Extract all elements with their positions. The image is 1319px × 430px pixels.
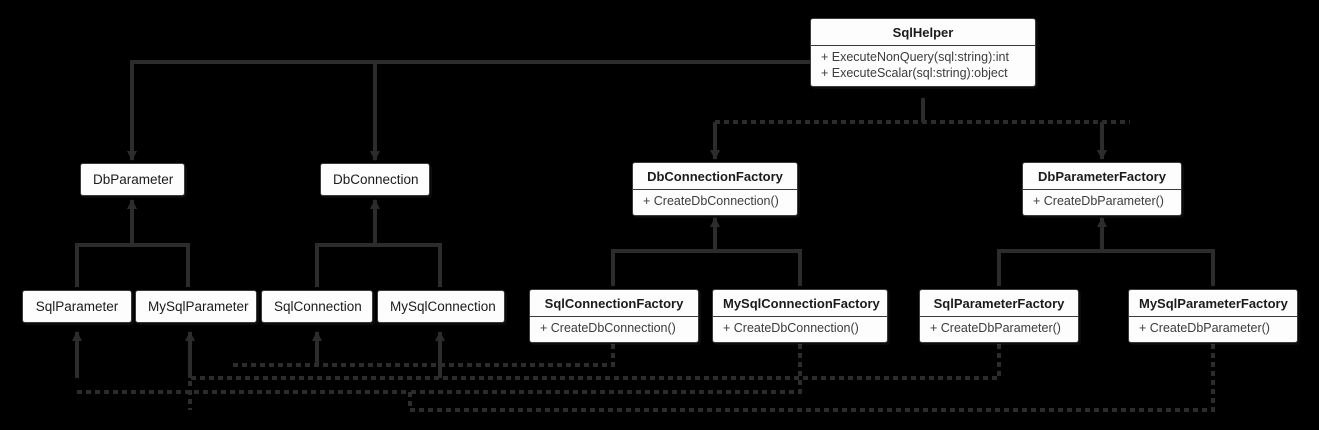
edge-sqlhelper-dbparameter	[127, 60, 810, 161]
class-node-mysqlconnectionfactory[interactable]: MySqlConnectionFactory + CreateDbConnect…	[712, 289, 888, 343]
class-node-dbparameter[interactable]: DbParameter	[80, 163, 185, 196]
class-node-sqlconnectionfactory[interactable]: SqlConnectionFactory + CreateDbConnectio…	[529, 289, 699, 343]
class-node-dbparameterfactory[interactable]: DbParameterFactory + CreateDbParameter()	[1022, 162, 1182, 216]
class-title: MySqlParameter	[148, 299, 249, 314]
class-operations: + CreateDbConnection()	[530, 317, 698, 342]
edge-parameter-join	[75, 243, 190, 287]
class-operations: + CreateDbParameter()	[1023, 190, 1181, 215]
class-title: SqlParameter	[35, 299, 119, 314]
class-title: DbConnectionFactory	[633, 163, 797, 190]
edge-paramfactory-join	[997, 249, 1215, 286]
class-node-dbconnection[interactable]: DbConnection	[320, 163, 430, 196]
edge-connfactory-join	[611, 249, 802, 286]
operation-item: + CreateDbConnection()	[643, 194, 779, 208]
class-operations: + CreateDbParameter()	[920, 317, 1078, 342]
class-operations: + ExecuteNonQuery(sql:string):int + Exec…	[811, 46, 1035, 86]
class-title: DbParameter	[93, 172, 174, 187]
operation-item: + CreateDbParameter()	[930, 321, 1061, 335]
edge-mysqlparamfactory-bus	[77, 344, 1215, 412]
operation-item: + ExecuteNonQuery(sql:string):int	[821, 50, 1009, 64]
operation-item: + CreateDbParameter()	[1033, 194, 1164, 208]
operation-item: + CreateDbConnection()	[540, 321, 676, 335]
edge-sqlconnfactory-bus	[230, 344, 615, 367]
class-title: SqlHelper	[811, 19, 1035, 46]
edge-sqlparamfactory-bus	[188, 344, 1001, 410]
class-operations: + CreateDbConnection()	[633, 190, 797, 215]
operation-item: + ExecuteScalar(sql:string):object	[821, 65, 1008, 80]
edge-mysqlconnfactory-bus	[410, 344, 802, 394]
class-title: SqlParameterFactory	[920, 290, 1078, 317]
class-node-mysqlparameterfactory[interactable]: MySqlParameterFactory + CreateDbParamete…	[1128, 289, 1298, 343]
class-node-sqlhelper[interactable]: SqlHelper + ExecuteNonQuery(sql:string):…	[810, 18, 1036, 87]
class-operations: + CreateDbParameter()	[1129, 317, 1297, 342]
class-node-dbconnectionfactory[interactable]: DbConnectionFactory + CreateDbConnection…	[632, 162, 798, 216]
class-title: MySqlConnection	[390, 299, 496, 314]
class-node-mysqlconnection[interactable]: MySqlConnection	[377, 290, 505, 323]
operation-item: + CreateDbConnection()	[723, 321, 859, 335]
class-title: DbConnection	[333, 172, 419, 187]
class-node-mysqlparameter[interactable]: MySqlParameter	[135, 290, 257, 323]
class-node-sqlparameter[interactable]: SqlParameter	[22, 290, 132, 323]
operation-item: + CreateDbParameter()	[1139, 321, 1270, 335]
class-title: MySqlConnectionFactory	[713, 290, 887, 317]
edge-connection-join	[315, 243, 442, 287]
class-title: SqlConnection	[274, 299, 362, 314]
class-operations: + CreateDbConnection()	[713, 317, 887, 342]
class-title: DbParameterFactory	[1023, 163, 1181, 190]
class-title: MySqlParameterFactory	[1129, 290, 1297, 317]
class-title: SqlConnectionFactory	[530, 290, 698, 317]
class-node-sqlparameterfactory[interactable]: SqlParameterFactory + CreateDbParameter(…	[919, 289, 1079, 343]
class-node-sqlconnection[interactable]: SqlConnection	[261, 290, 373, 323]
